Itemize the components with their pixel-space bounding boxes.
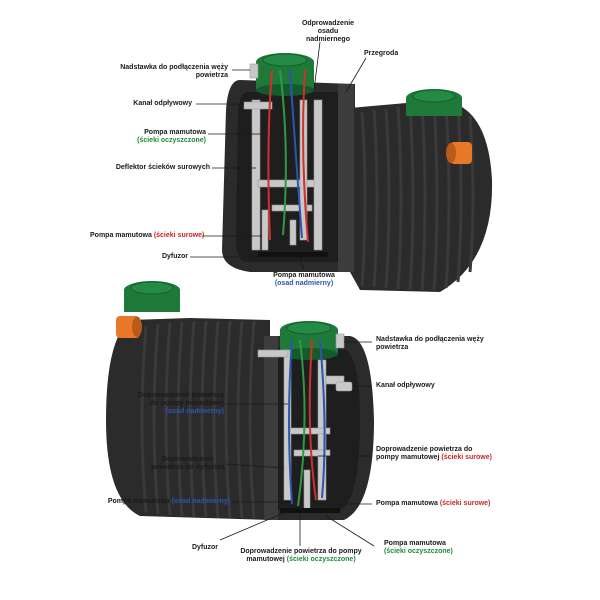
label-bottom-air-diffuser: Doprowadzenie powietrza do dyfuzora xyxy=(150,456,226,472)
label-bottom-outlet: Kanał odpływowy xyxy=(376,382,466,390)
label-bottom-extension: Nadstawka do podłączenia węży powietrza xyxy=(376,336,506,352)
label-top-pump-clean-text: Pompa mamutowa xyxy=(144,129,206,136)
label-bottom-air-clean-line2: mamutowej xyxy=(246,556,285,563)
label-bottom-outlet-text: Kanał odpływowy xyxy=(376,382,435,389)
label-top-pump-raw-text: Pompa mamutowa xyxy=(90,232,152,239)
label-bottom-air-sludge: Doprowadzenie powietrza do pompy mamutow… xyxy=(130,392,224,416)
bottom-outlet-stub xyxy=(335,381,353,392)
label-top-extension: Nadstawka do podłączenia węży powietrza xyxy=(108,64,228,80)
label-bottom-air-clean-line1: Doprowadzenie powietrza do pompy xyxy=(240,548,362,555)
label-top-sludge-line3: nadmiernego xyxy=(306,36,350,43)
bottom-tank-ribs xyxy=(140,320,256,519)
label-top-pump-raw: Pompa mamutowa (ścieki surowe) xyxy=(90,232,204,240)
bottom-lid-left xyxy=(124,281,180,312)
top-tank-ribs xyxy=(360,102,475,291)
label-top-diffuser: Dyfuzor xyxy=(140,253,188,261)
bottom-diffuser xyxy=(280,508,340,513)
label-top-deflector: Deflektor ścieków surowych xyxy=(100,164,210,172)
label-bottom-air-raw-line1: Doprowadzenie powietrza do xyxy=(376,446,473,453)
top-tank xyxy=(222,53,493,292)
label-bottom-air-clean-sub: (ścieki oczyszczone) xyxy=(286,556,356,563)
label-bottom-pump-raw: Pompa mamutowa (ścieki surowe) xyxy=(376,500,496,508)
top-tank-cavity xyxy=(236,92,340,262)
label-bottom-air-diffuser-line2: powietrza do dyfuzora xyxy=(151,464,225,471)
bottom-tank-left-section xyxy=(106,318,270,520)
top-lid-right xyxy=(406,89,462,116)
label-bottom-air-sludge-line2: do pompy mamutowej xyxy=(150,400,224,407)
label-bottom-air-diffuser-line1: Doprowadzenie xyxy=(162,456,214,463)
label-bottom-air-clean: Doprowadzenie powietrza do pompy mamutow… xyxy=(238,548,364,564)
label-top-outlet: Kanał odpływowy xyxy=(110,100,192,108)
label-top-partition-text: Przegroda xyxy=(364,50,399,57)
label-bottom-air-raw-sub: (ścieki surowe) xyxy=(441,454,492,461)
label-bottom-pump-sludge-text: Pompa mamutowa xyxy=(107,498,170,505)
label-bottom-air-sludge-line3: (osad nadmierny) xyxy=(165,408,224,415)
label-top-pump-sludge: Pompa mamutowa (osad nadmierny) xyxy=(264,272,344,288)
top-partition xyxy=(338,84,354,272)
label-bottom-pump-clean: Pompa mamutowa (ścieki oczyszczone) xyxy=(384,540,484,556)
label-bottom-diffuser-text: Dyfuzor xyxy=(191,544,218,551)
bottom-air-hoses xyxy=(288,339,326,507)
label-bottom-air-sludge-line1: Doprowadzenie powietrza xyxy=(138,392,224,399)
label-top-extension-text: Nadstawka do podłączenia węży powietrza xyxy=(120,64,228,79)
label-top-outlet-text: Kanał odpływowy xyxy=(133,100,192,107)
label-bottom-pump-raw-sub: (ścieki surowe) xyxy=(439,500,491,507)
bottom-inlet xyxy=(116,316,142,338)
label-top-pump-sludge-sub: (osad nadmierny) xyxy=(274,280,334,287)
bottom-partition xyxy=(264,336,278,520)
top-diffuser xyxy=(258,252,328,257)
label-bottom-pump-clean-sub: (ścieki oczyszczone) xyxy=(384,548,453,555)
label-bottom-pump-clean-text: Pompa mamutowa xyxy=(384,540,446,547)
label-top-diffuser-text: Dyfuzor xyxy=(161,253,188,260)
label-top-pump-raw-sub: (ścieki surowe) xyxy=(153,232,205,239)
leader-lines xyxy=(190,41,375,547)
label-top-partition: Przegroda xyxy=(364,50,424,58)
label-top-pump-clean: Pompa mamutowa (ścieki oczyszczone) xyxy=(110,129,206,145)
top-inlet xyxy=(446,142,472,164)
label-top-sludge-line1: Odprowadzenie xyxy=(301,20,355,27)
label-top-sludge-line2: osadu xyxy=(317,28,339,35)
top-air-hoses xyxy=(267,69,309,243)
label-top-pump-clean-sub: (ścieki oczyszczone) xyxy=(137,137,206,144)
label-bottom-pump-sludge: Pompa mamutowa (osad nadmierny) xyxy=(80,498,230,506)
top-extension-nozzle xyxy=(249,63,259,79)
label-bottom-extension-line1: Nadstawka do podłączenia węży xyxy=(376,336,484,343)
label-top-pump-sludge-text: Pompa mamutowa xyxy=(273,272,335,279)
bottom-tank xyxy=(106,281,374,520)
bottom-extension-nozzle xyxy=(335,333,345,349)
label-bottom-diffuser: Dyfuzor xyxy=(170,544,218,552)
label-top-deflector-text: Deflektor ścieków surowych xyxy=(115,164,210,171)
label-top-sludge-outlet: Odprowadzenie osadu nadmiernego xyxy=(298,20,358,44)
label-bottom-pump-raw-text: Pompa mamutowa xyxy=(376,500,438,507)
label-bottom-extension-line2: powietrza xyxy=(376,344,409,351)
label-bottom-air-raw: Doprowadzenie powietrza do pompy mamutow… xyxy=(376,446,506,462)
label-bottom-air-raw-line2: pompy mamutowej xyxy=(376,454,440,461)
label-bottom-pump-sludge-sub: (osad nadmierny) xyxy=(171,498,230,505)
